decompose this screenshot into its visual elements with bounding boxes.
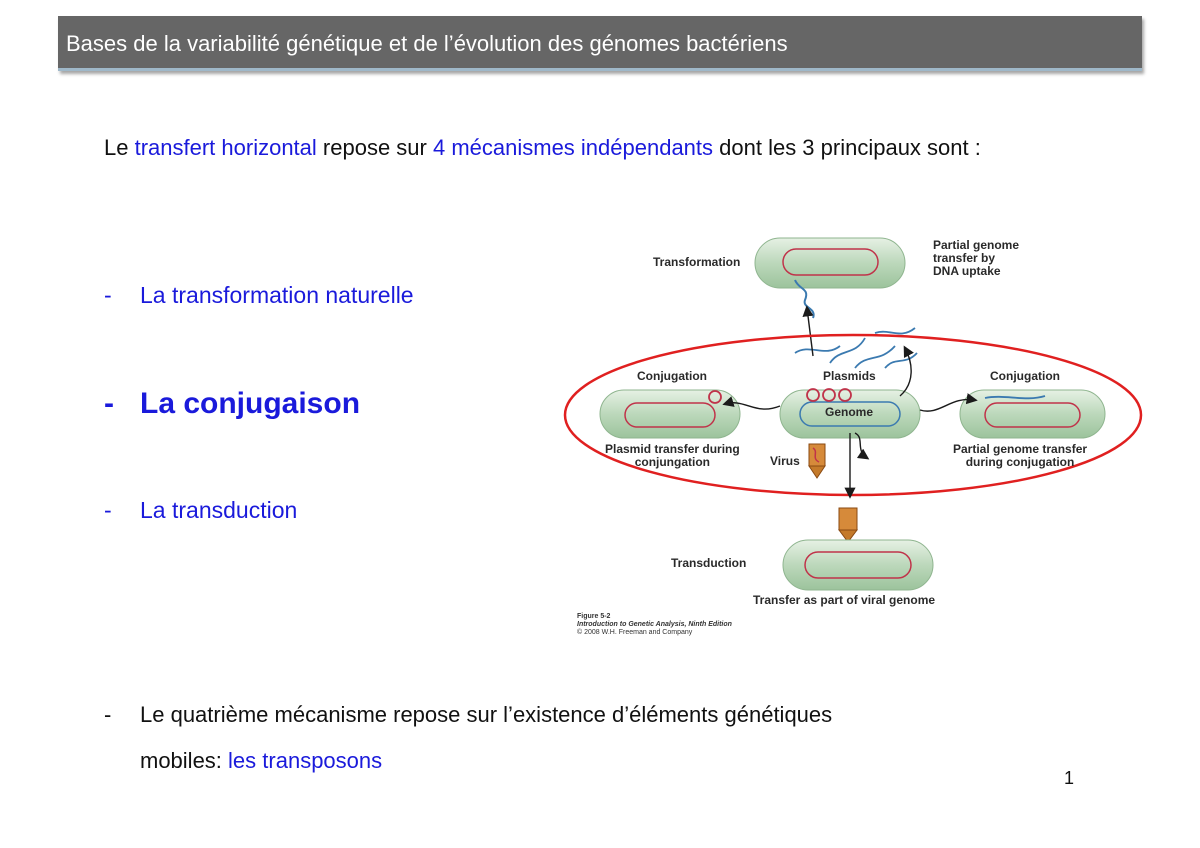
label-line: Partial genome [933, 238, 1020, 252]
label-genome: Genome [825, 405, 874, 419]
intro-text-1: Le [104, 135, 135, 160]
gene-transfer-figure: Transformation Partial genome transfer b… [555, 228, 1145, 658]
label-virus: Virus [770, 454, 800, 468]
intro-text-5: dont les 3 principaux sont : [713, 135, 981, 160]
fourth-mechanism: - Le quatrième mécanisme repose sur l’exi… [104, 692, 1064, 784]
bullet-transformation: - La transformation naturelle [104, 282, 414, 309]
fourth-transposons: les transposons [228, 748, 383, 773]
label-line: transfer by [933, 251, 996, 265]
bullet-dash: - [104, 282, 112, 308]
bullet-label: La transduction [140, 497, 298, 523]
label-line: DNA uptake [933, 264, 1001, 278]
fourth-line-1: - Le quatrième mécanisme repose sur l’exi… [104, 692, 1064, 738]
label-plasmid-transfer: Plasmid transfer during conjungation [605, 443, 740, 469]
transduction-cell [782, 539, 934, 591]
figure-drawing [563, 237, 1143, 591]
phage-icon [838, 507, 858, 543]
bullet-label: La transformation naturelle [140, 282, 414, 308]
page-title: Bases de la variabilité génétique et de … [66, 31, 788, 56]
fourth-line-2: mobiles: les transposons [104, 738, 1064, 784]
label-plasmids: Plasmids [823, 369, 876, 383]
figure-caption: Figure 5-2 Introduction to Genetic Analy… [577, 613, 732, 637]
label-transduction: Transduction [671, 556, 747, 570]
intro-text-3: repose sur [316, 135, 433, 160]
bullet-dash: - [104, 387, 114, 420]
page-number: 1 [1064, 768, 1075, 788]
label-conjugation-left: Conjugation [637, 369, 707, 383]
center-cell [779, 388, 921, 439]
label-partial-conjugation: Partial genome transfer during conjugati… [953, 443, 1087, 469]
virus-icon [808, 443, 826, 479]
fourth-text-1: Le quatrième mécanisme repose sur l’exis… [140, 702, 833, 727]
bullet-transduction: - La transduction [104, 497, 297, 524]
label-conjugation-right: Conjugation [990, 369, 1060, 383]
left-conjugation-cell [599, 389, 741, 439]
bullet-dash: - [104, 702, 112, 727]
dna-fragments [794, 327, 918, 369]
transformation-cell [754, 237, 906, 319]
caption-line: © 2008 W.H. Freeman and Company [577, 629, 693, 636]
bullet-conjugation: -La conjugaison [104, 387, 360, 421]
intro-paragraph: Le transfert horizontal repose sur 4 méc… [104, 126, 1064, 170]
title-bar: Bases de la variabilité génétique et de … [58, 16, 1142, 71]
right-conjugation-cell [959, 389, 1106, 439]
label-line: Plasmid transfer during [605, 442, 740, 456]
label-line: during conjugation [965, 455, 1075, 469]
label-transformation: Transformation [653, 255, 741, 269]
caption-line: Introduction to Genetic Analysis, Ninth … [577, 621, 732, 628]
label-partial-uptake: Partial genome transfer by DNA uptake [933, 239, 1019, 278]
label-line: Partial genome transfer [953, 442, 1088, 456]
intro-horizontal-transfer: transfert horizontal [134, 135, 317, 160]
fourth-text-2: mobiles: [140, 748, 229, 773]
intro-four-mechanisms: 4 mécanismes indépendants [432, 135, 714, 160]
caption-line: Figure 5-2 [577, 613, 611, 620]
bullet-label: La conjugaison [140, 387, 361, 420]
bullet-dash: - [104, 497, 112, 523]
label-line: conjungation [634, 455, 711, 469]
label-viral-transfer: Transfer as part of viral genome [753, 593, 936, 607]
